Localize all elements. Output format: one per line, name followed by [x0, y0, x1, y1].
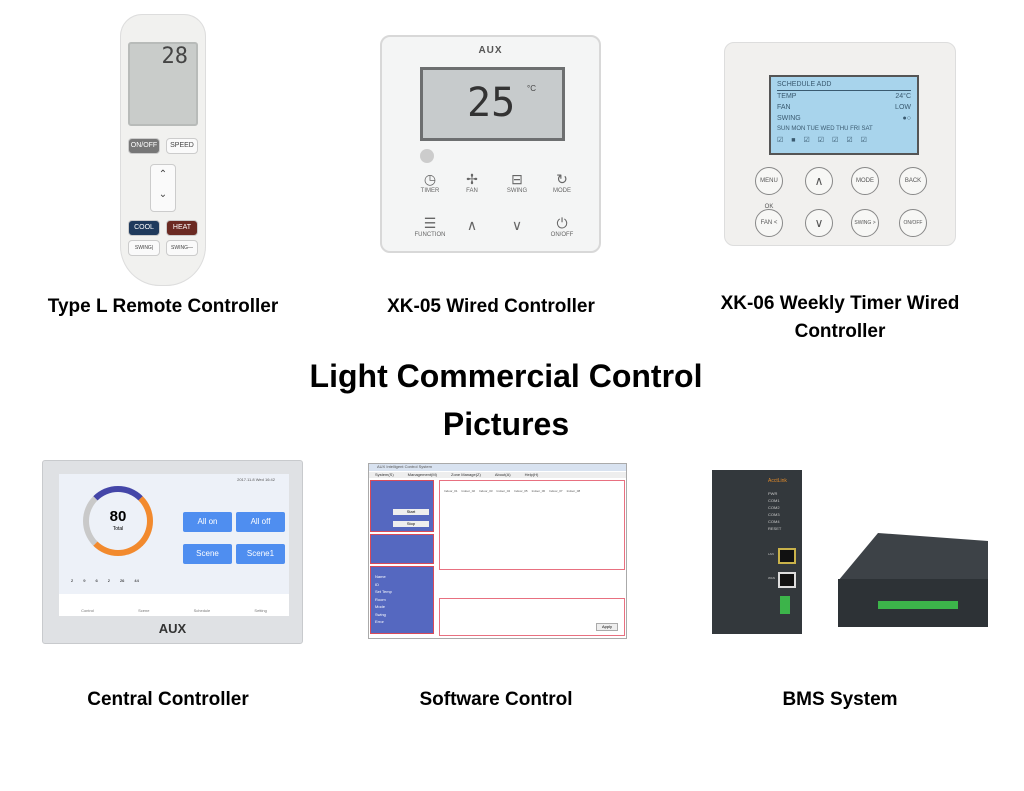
xk05-timer-button: ◷TIMER: [420, 171, 440, 194]
caption-type-l-remote: Type L Remote Controller: [47, 296, 279, 317]
caption-xk05: XK-05 Wired Controller: [387, 296, 595, 317]
caption-bms: BMS System: [782, 689, 898, 710]
xk05-fan-button: ✢FAN: [466, 171, 478, 194]
xk05-lcd: 25 °C: [420, 67, 565, 141]
central-scene1: Scene1: [236, 544, 285, 564]
remote-swing-v-button: SWING|: [128, 240, 160, 256]
xk05-function-button: ☰FUNCTION: [414, 215, 446, 238]
central-controller-image: 2017.11.8 Wed 16:42 80 Total All on All …: [42, 460, 303, 644]
xk05-onoff-button: ⏻ON/OFF: [550, 215, 574, 238]
xk05-swing-button: ⊟SWING: [506, 171, 528, 194]
central-all-off: All off: [236, 512, 285, 532]
remote-speed-button: SPEED: [166, 138, 198, 154]
xk05-mode-button: ↻MODE: [553, 171, 571, 194]
central-all-on: All on: [183, 512, 232, 532]
software-control-image: AUX Intelligent Control System System(S)…: [368, 463, 627, 639]
bms-io-module-image: [838, 533, 988, 627]
xk06-menu-button: MENU OK: [755, 167, 783, 210]
central-total: 80: [109, 508, 127, 525]
central-screen: 2017.11.8 Wed 16:42 80 Total All on All …: [59, 474, 289, 594]
xk06-up-button: ∧: [805, 167, 833, 195]
xk05-temp: 25: [467, 80, 516, 126]
xk05-brand: AUX: [478, 45, 503, 56]
xk05-controller-image: AUX 25 °C ◷TIMER ✢FAN ⊟SWING ↻MODE ☰FUNC…: [380, 35, 601, 253]
type-l-remote-image: 28 ON/OFF SPEED ⌃⌄ COOL HEAT SWING| SWIN…: [120, 14, 206, 286]
remote-onoff-button: ON/OFF: [128, 138, 160, 154]
central-scene: Scene: [183, 544, 232, 564]
xk06-days: SUN MON TUE WED THU FRI SAT: [777, 126, 873, 132]
remote-heat-button: HEAT: [166, 220, 198, 236]
remote-updown-button: ⌃⌄: [150, 164, 176, 212]
remote-swing-h-button: SWING—: [166, 240, 198, 256]
xk06-back-button: BACK: [899, 167, 927, 195]
xk05-unit: °C: [527, 84, 536, 93]
xk05-up-button: ∧: [466, 217, 478, 233]
xk06-screen-title: SCHEDULE ADD: [777, 79, 911, 91]
xk06-down-button: ∨: [805, 209, 833, 237]
xk06-mode-button: MODE: [851, 167, 879, 195]
remote-cool-button: COOL: [128, 220, 160, 236]
remote-lcd: 28: [128, 42, 198, 126]
sensor-dot: [420, 149, 434, 163]
xk06-swing-button: SWING >: [851, 209, 879, 237]
central-brand: AUX: [158, 621, 187, 636]
xk06-fan-button: FAN <: [755, 209, 783, 237]
xk05-down-button: ∨: [511, 217, 523, 233]
caption-central: Central Controller: [87, 689, 249, 710]
caption-software: Software Control: [419, 689, 573, 710]
xk06-onoff-button: ON/OFF: [899, 209, 927, 237]
software-menu: System(S)Management(M)Zone Manage(Z)Abou…: [369, 472, 626, 478]
